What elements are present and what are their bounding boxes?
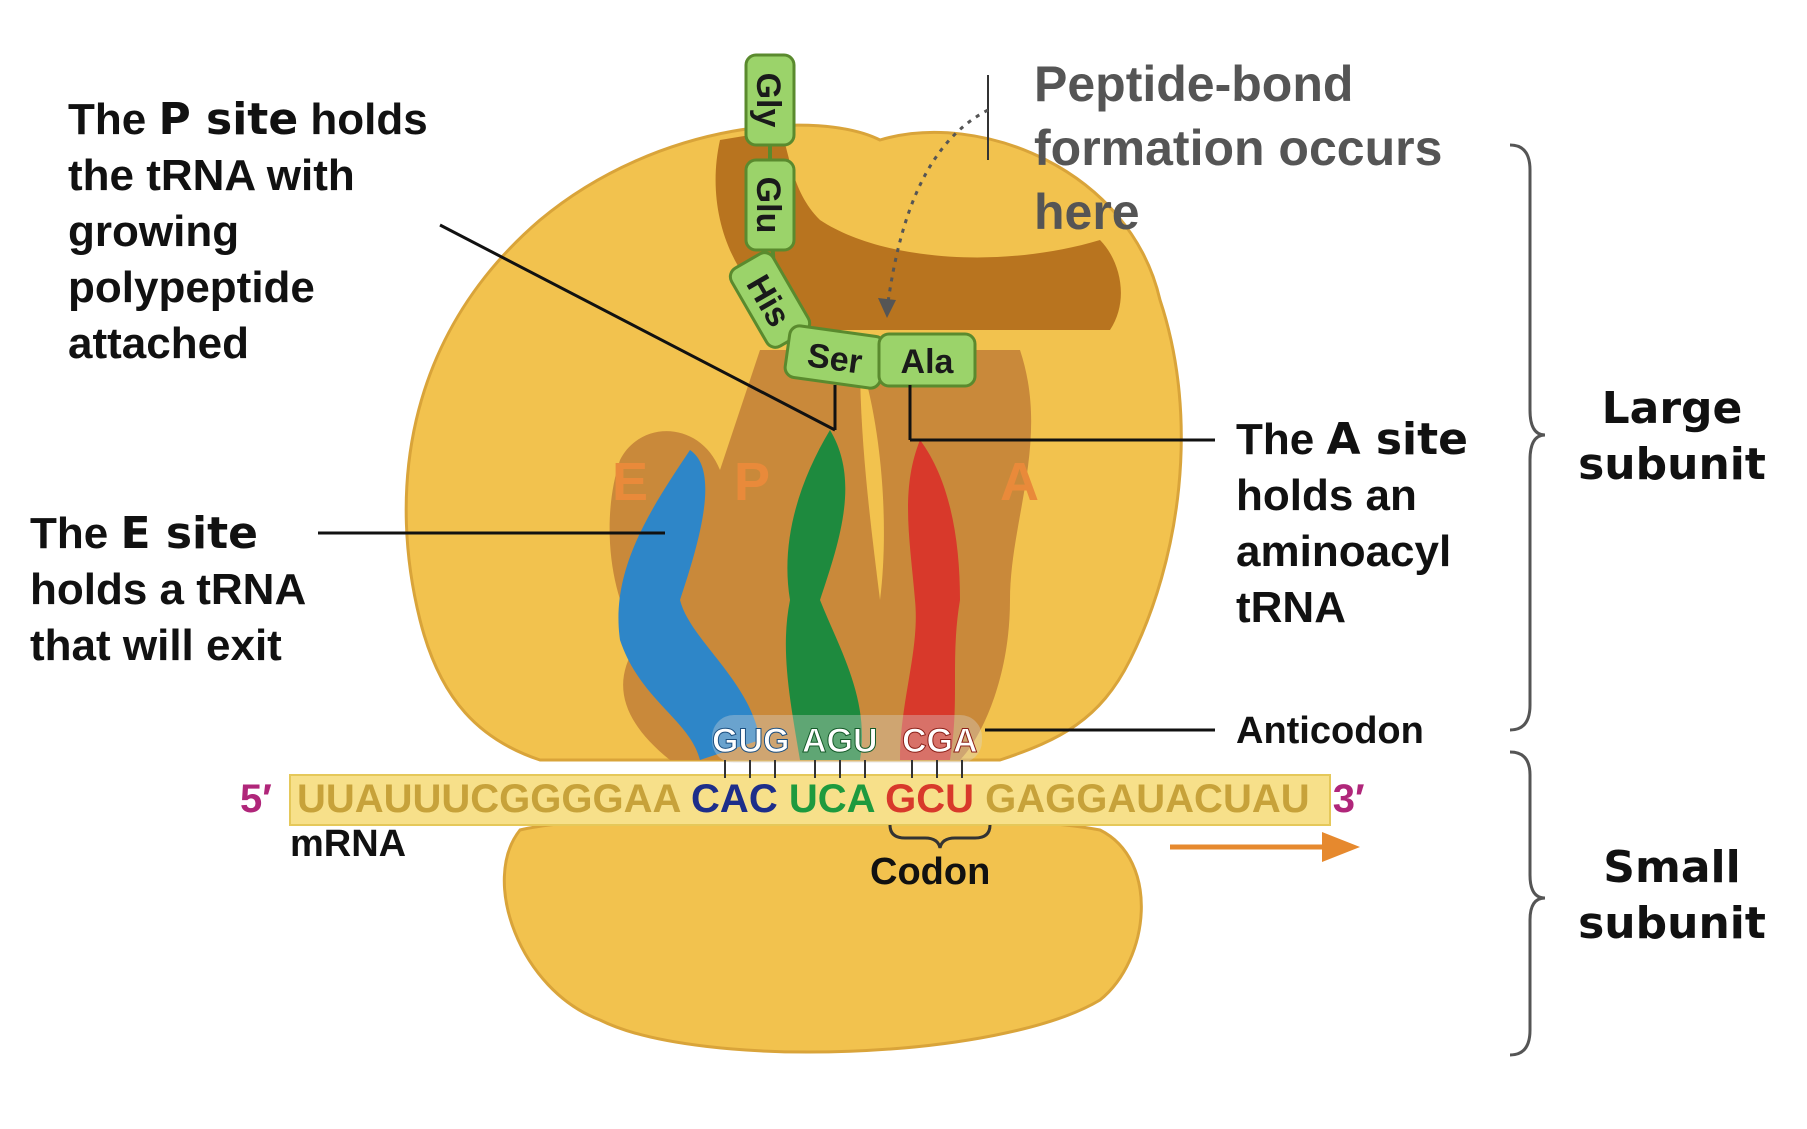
codon-brace <box>888 824 992 849</box>
peptide-bond-arrowhead <box>878 298 896 318</box>
mrna-label: mRNA <box>290 823 407 865</box>
amino-acid-label: Ala <box>901 343 955 381</box>
p-site-leader <box>439 223 836 432</box>
a-site-trna <box>900 440 960 760</box>
p-codon: UCA <box>789 777 875 821</box>
e-site-label: The E site holds a tRNA that will exit <box>30 508 307 670</box>
translation-direction-arrow <box>1170 832 1360 862</box>
three-prime-label: 3′ <box>1333 777 1365 821</box>
p-site-term: P site <box>158 94 299 145</box>
amino-acid-ala: Ala <box>877 332 977 388</box>
p-site-label: The P site holds the tRNA with growing p… <box>68 94 428 368</box>
peptide-bond-label: Peptide-bond formation occurs here <box>1034 56 1443 240</box>
small-subunit-label: Small subunit <box>1578 842 1766 949</box>
five-prime-label: 5′ <box>240 777 272 821</box>
site-letter-e: E <box>612 452 648 512</box>
mrna-sequence: 5′ UUAUUUCGGGGAA CAC UCA GCU GAGGAUACUAU… <box>240 777 1365 821</box>
amino-acid-label: Glu <box>749 177 787 234</box>
base-pair-ticks <box>724 760 963 778</box>
amino-acid-glu: Glu <box>744 158 796 252</box>
anticodon-label: Anticodon <box>1236 710 1424 752</box>
small-subunit-body <box>502 813 1143 1054</box>
anticodon-e: GUG <box>712 722 789 760</box>
cavity-divider <box>860 360 884 600</box>
a-site-term: A site <box>1326 414 1468 465</box>
anticodon-p: AGU <box>802 722 878 760</box>
site-letter-a: A <box>1000 452 1039 512</box>
mrna-left-bases: UUAUUUCGGGGAA <box>297 777 681 821</box>
amino-acid-label: Ser <box>805 336 865 381</box>
a-codon: GCU <box>885 777 974 821</box>
amino-acid-label: Gly <box>749 73 787 128</box>
site-letter-p: P <box>734 452 770 512</box>
e-site-term: E site <box>120 508 258 559</box>
anticodon-a: CGA <box>902 722 978 760</box>
anticodon-bar <box>712 715 982 763</box>
large-subunit-bracket <box>1509 143 1546 732</box>
amino-acid-ser: Ser <box>783 324 887 390</box>
mrna-right-bases: GAGGAUACUAU <box>985 777 1309 821</box>
exit-tunnel <box>715 130 1121 330</box>
e-site-trna <box>618 450 760 760</box>
e-codon: CAC <box>691 777 778 821</box>
peptide-bond-dotted-arrow <box>885 108 989 311</box>
amino-acid-gly: Gly <box>744 53 796 147</box>
p-site-trna <box>785 430 862 760</box>
small-subunit-bracket <box>1509 750 1546 1057</box>
codon-label: Codon <box>870 851 991 893</box>
large-subunit-label: Large subunit <box>1578 383 1766 490</box>
mrna-band <box>289 774 1331 826</box>
a-site-label: The A site holds an aminoacyl tRNA <box>1236 414 1468 632</box>
